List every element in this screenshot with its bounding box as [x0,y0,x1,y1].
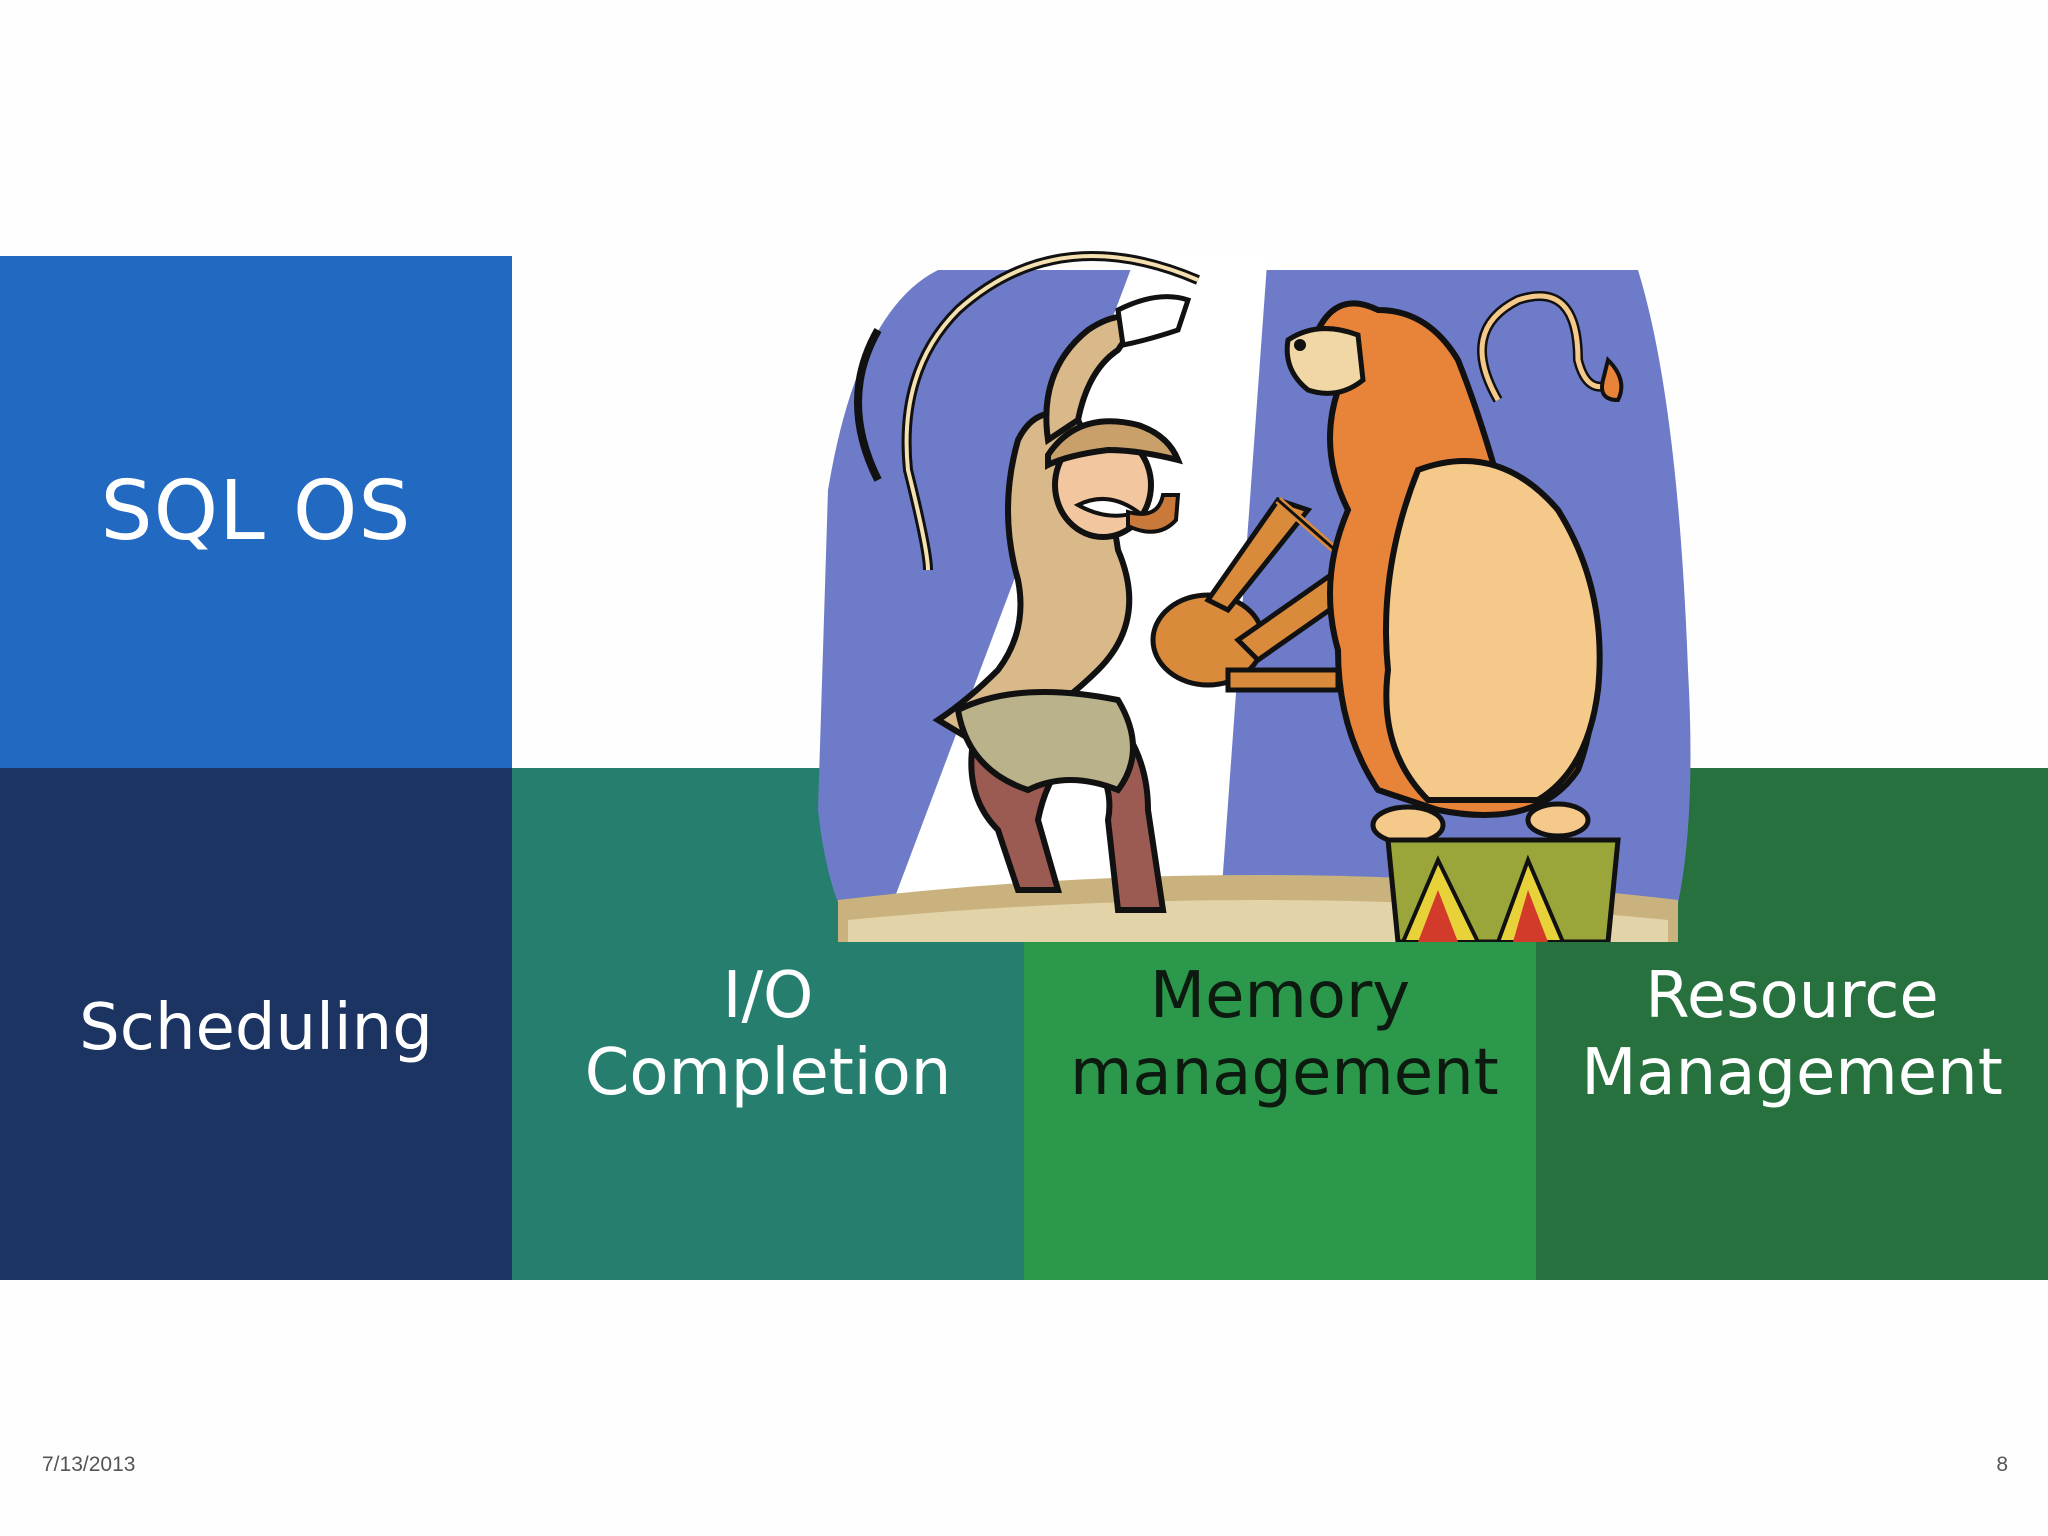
scheduling-tile: Scheduling [0,768,512,1280]
memory-management-label: Memory management [1070,959,1499,1110]
scheduling-label: Scheduling [79,991,433,1065]
slide-number: 8 [1996,1453,2008,1476]
footer-date: 7/13/2013 [42,1453,136,1476]
io-completion-label: I/O Completion [584,959,952,1110]
resource-management-label: Resource Management [1581,959,2003,1110]
lion-tamer-illustration [818,250,1691,942]
sql-os-title: SQL OS [100,463,412,559]
sql-os-tile: SQL OS [0,256,512,768]
